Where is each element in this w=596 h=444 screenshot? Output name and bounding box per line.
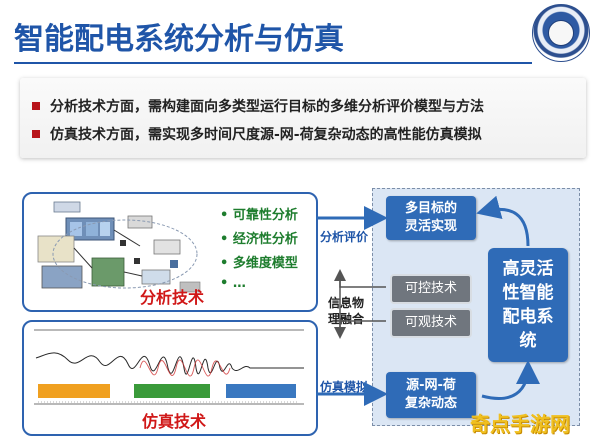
simulation-caption: 仿真技术 [142,412,207,431]
analysis-diagram-image [37,201,201,293]
bullet-item-simulation: 仿真技术方面，需实现多时间尺度源-网-荷复杂动态的高性能仿真模拟 [32,124,482,144]
label-analysis-eval: 分析评价 [320,230,369,244]
analysis-caption: 分析技术 [140,288,205,307]
bullet-item-analysis: 分析技术方面，需构建面向多类型运行目标的多维分析评价模型与方法 [32,96,484,116]
arrow-core-to-objectives [476,195,530,247]
source-grid-load-box: 源-网-荷 复杂动态 [386,372,476,418]
multi-timescale-waveform-image [34,329,304,405]
label-info-fusion-line1: 信息物 [328,296,365,310]
flexible-smart-distribution-box: 高灵活 性智能 配电系 统 [488,248,568,362]
title-divider [14,62,532,64]
analysis-item-multidim: • 多维度模型 [220,256,298,271]
arrow-dynamics-to-core [481,360,540,400]
analysis-item-reliability: • 可靠性分析 [220,208,298,223]
label-info-fusion-line2: 理融合 [328,312,365,326]
label-sim-model: 仿真模拟 [320,380,369,394]
arrow-controllable-up [334,269,386,288]
bullet-panel [20,78,586,158]
observable-tech-box: 可观技术 [390,308,472,338]
page-title: 智能配电系统分析与仿真 [14,22,344,57]
analysis-item-economy: • 经济性分析 [220,232,298,247]
seal-center [548,20,574,46]
simulation-panel [22,320,318,436]
controllable-tech-box: 可控技术 [390,274,472,304]
analysis-item-more: • … [220,276,246,291]
red-square-bullet-icon [32,102,40,110]
site-watermark: 奇点手游网 [470,412,570,436]
multi-objective-box: 多目标的 灵活实现 [386,196,476,240]
arrow-observable-down [334,320,386,339]
red-square-bullet-icon [32,130,40,138]
